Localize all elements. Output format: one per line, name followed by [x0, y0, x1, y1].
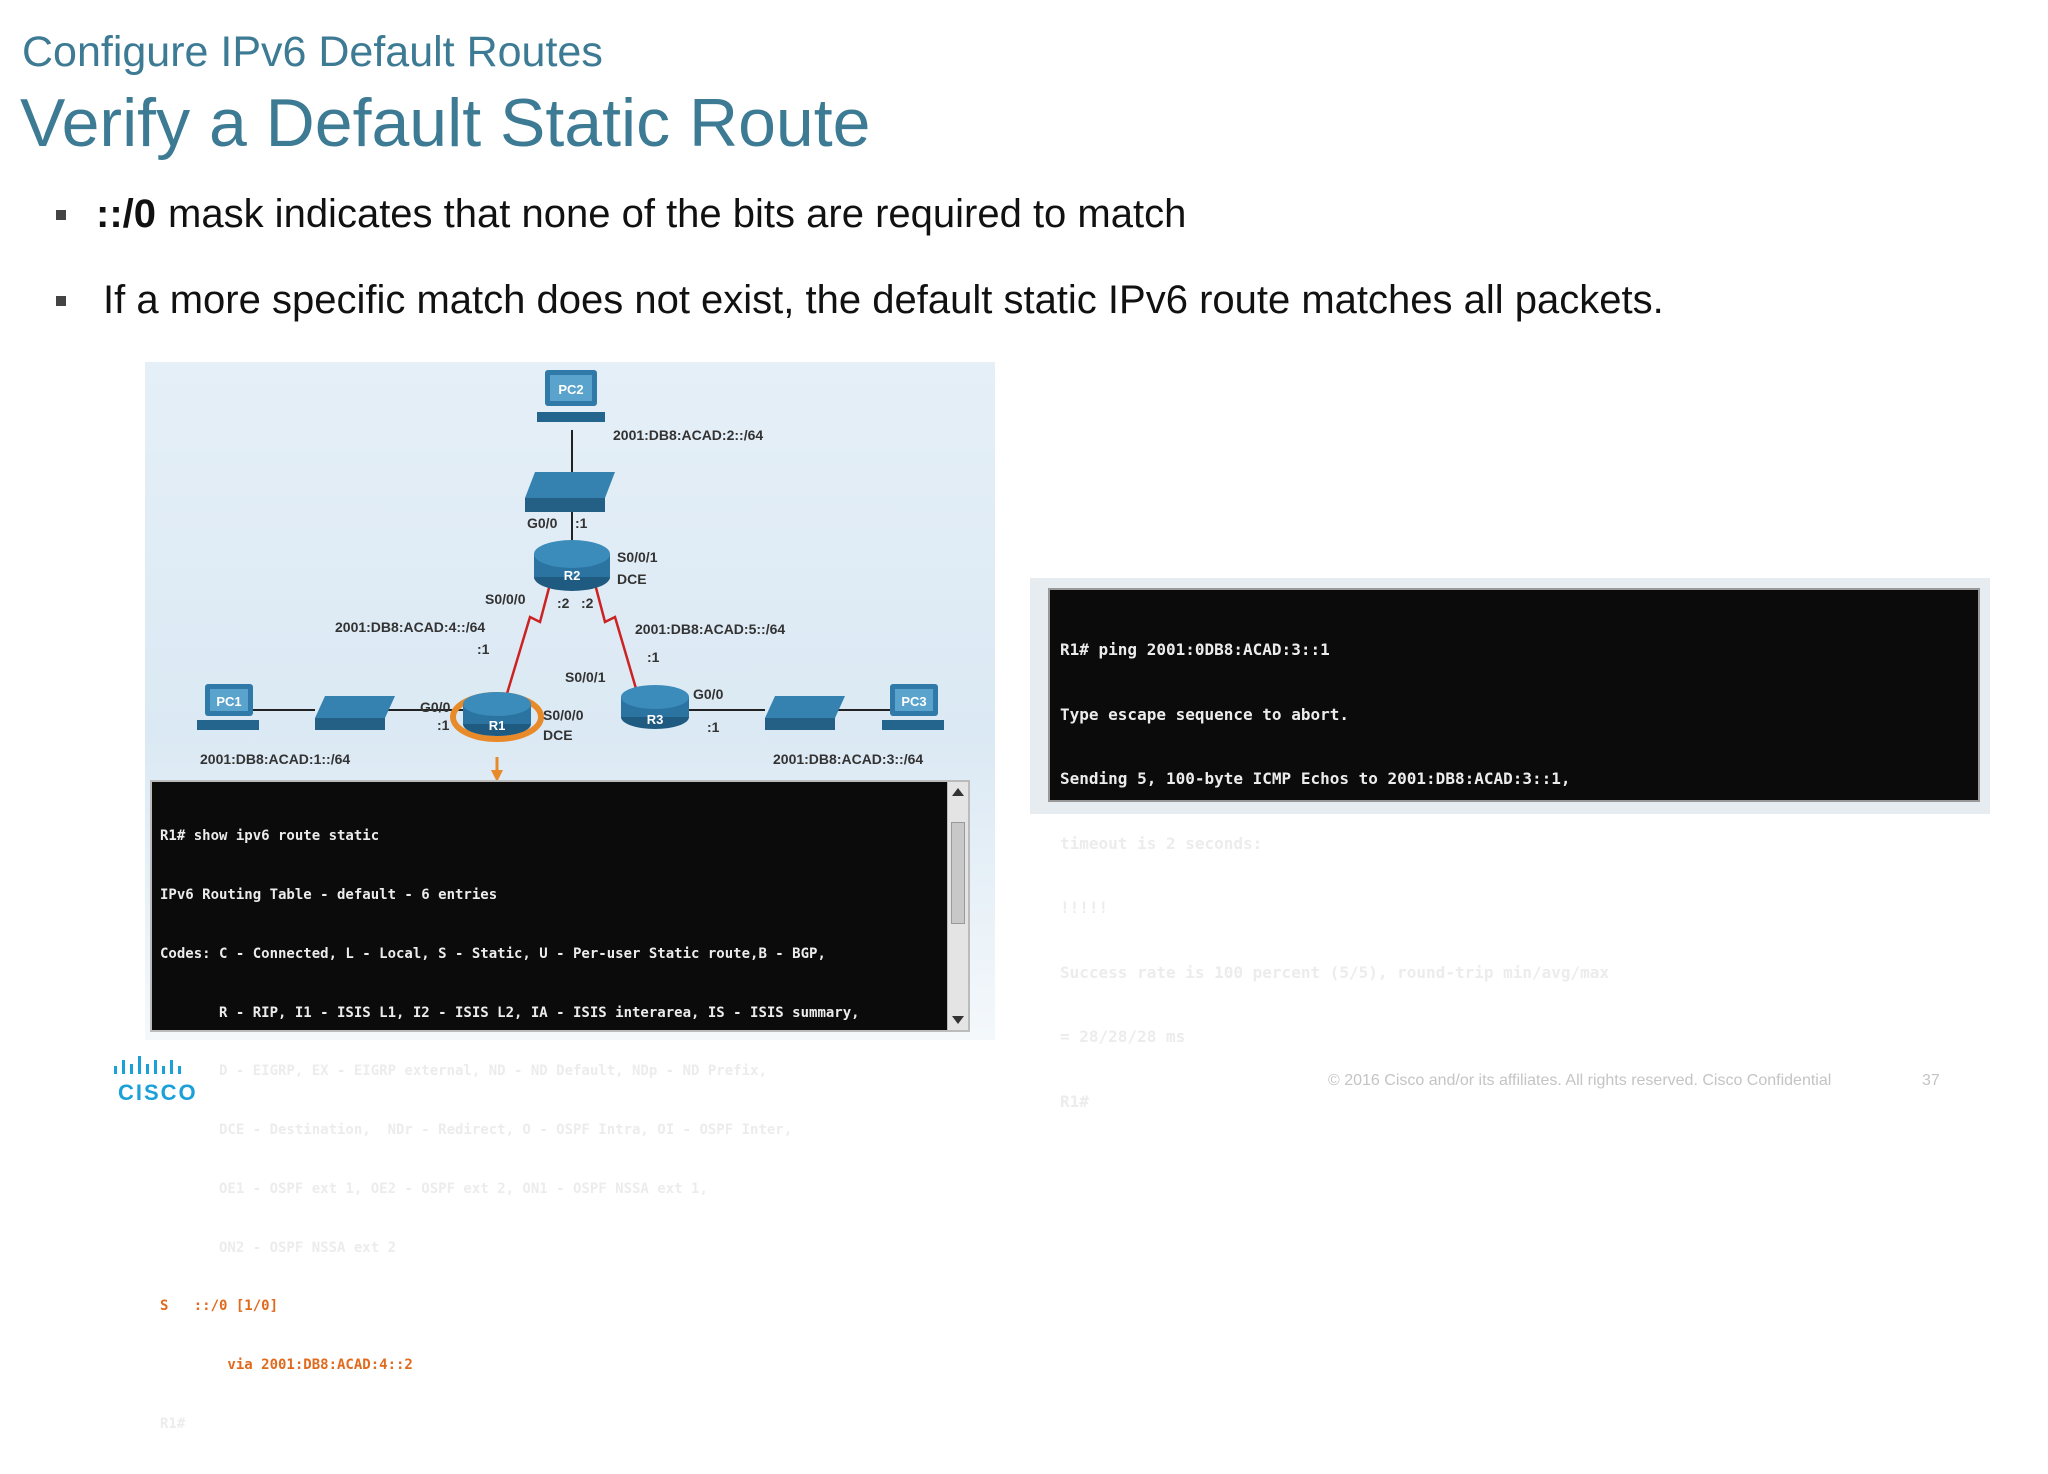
- r2-label: R2: [564, 568, 581, 583]
- terminal-line: ON2 - OSPF NSSA ext 2: [160, 1239, 397, 1256]
- terminal-line: Sending 5, 100-byte ICMP Echos to 2001:D…: [1060, 769, 1571, 788]
- switch-top-icon: [525, 472, 615, 512]
- bullet-item: If a more specific match does not exist,…: [56, 278, 1664, 323]
- r1-link-host-label: :1: [477, 641, 490, 657]
- link4-label: 2001:DB8:ACAD:4::/64: [335, 619, 485, 635]
- scroll-thumb[interactable]: [951, 822, 965, 924]
- bullet-text: mask indicates that none of the bits are…: [168, 192, 1187, 236]
- bullet-bold-text: ::/0: [96, 192, 156, 236]
- terminal-line: timeout is 2 seconds:: [1060, 833, 1263, 853]
- slide-subtitle: Configure IPv6 Default Routes: [22, 28, 603, 76]
- router-r3-icon: R3: [621, 685, 689, 729]
- terminal-line: R1#: [160, 1416, 186, 1432]
- r3-link-host-label: :1: [647, 649, 660, 665]
- scroll-up-icon[interactable]: [952, 788, 964, 796]
- terminal-line: R - RIP, I1 - ISIS L1, I2 - ISIS L2, IA …: [160, 1004, 860, 1021]
- terminal-line: DCE - Destination, NDr - Redirect, O - O…: [160, 1122, 793, 1139]
- pointer-arrow-icon: [491, 770, 503, 782]
- bullet-item: ::/0 mask indicates that none of the bit…: [56, 192, 1186, 237]
- r3-g00-host-label: :1: [707, 719, 720, 735]
- bullet-square-icon: [56, 295, 66, 306]
- router-r2-icon: R2: [534, 540, 610, 591]
- scroll-down-icon[interactable]: [952, 1016, 964, 1024]
- r3-label: R3: [647, 712, 664, 727]
- terminal-line: R1# show ipv6 route static: [160, 828, 380, 845]
- pc2-label: PC2: [558, 382, 583, 397]
- r3-s001-label: S0/0/1: [565, 669, 606, 685]
- router-r1-icon: R1: [450, 692, 544, 742]
- bullet-text: If a more specific match does not exist,…: [103, 278, 1664, 322]
- terminal-line: Type escape sequence to abort.: [1060, 704, 1349, 724]
- pc1-icon: PC1: [197, 684, 259, 730]
- switch-left-icon: [315, 696, 395, 730]
- r2-dce-label: DCE: [617, 571, 647, 587]
- r1-label: R1: [489, 718, 506, 733]
- terminal-line: = 28/28/28 ms: [1060, 1027, 1186, 1046]
- terminal-line-highlight: S ::/0 [1/0]: [160, 1298, 279, 1315]
- terminal-line: IPv6 Routing Table - default - 6 entries: [160, 886, 498, 903]
- bullet-square-icon: [56, 209, 66, 220]
- serial-link-r1-r2: [501, 583, 552, 708]
- terminal-line: R1# ping 2001:0DB8:ACAD:3::1: [1060, 640, 1330, 659]
- terminal-line: !!!!!: [1060, 898, 1109, 917]
- terminal-line: Success rate is 100 percent (5/5), round…: [1060, 962, 1610, 982]
- r2-g00-host-label: :1: [575, 515, 588, 531]
- r1-dce-label: DCE: [543, 727, 573, 743]
- show-ipv6-route-terminal[interactable]: R1# show ipv6 route static IPv6 Routing …: [150, 780, 970, 1432]
- r3-g00-label: G0/0: [693, 686, 724, 702]
- slide-title: Verify a Default Static Route: [20, 85, 871, 161]
- ping-terminal[interactable]: R1# ping 2001:0DB8:ACAD:3::1 Type escape…: [1048, 588, 1980, 1111]
- terminal-line: OE1 - OSPF ext 1, OE2 - OSPF ext 2, ON1 …: [160, 1180, 708, 1197]
- cisco-logo-icon: [114, 1056, 181, 1074]
- r2-s001-host-label: :2: [581, 595, 594, 611]
- r2-s000-label: S0/0/0: [485, 591, 526, 607]
- switch-right-icon: [765, 696, 845, 730]
- r1-g00-host-label: :1: [437, 717, 450, 733]
- terminal-line: D - EIGRP, EX - EIGRP external, ND - ND …: [160, 1063, 767, 1080]
- r1-s000-label: S0/0/0: [543, 707, 584, 723]
- r1-g00-label: G0/0: [420, 699, 451, 715]
- r2-g00-label: G0/0: [527, 515, 558, 531]
- lan2-label: 2001:DB8:ACAD:2::/64: [613, 427, 763, 443]
- cisco-logo-text: CISCO: [118, 1080, 198, 1105]
- serial-link-r2-r3: [593, 583, 639, 693]
- page-number: 37: [1922, 1072, 1940, 1089]
- r2-s001-label: S0/0/1: [617, 549, 658, 565]
- pc3-label: PC3: [901, 694, 926, 709]
- lan3-label: 2001:DB8:ACAD:3::/64: [773, 751, 923, 767]
- pc3-icon: PC3: [882, 684, 944, 730]
- footer-copyright: © 2016 Cisco and/or its affiliates. All …: [1328, 1072, 1832, 1089]
- pc2-icon: PC2: [537, 370, 605, 422]
- lan1-label: 2001:DB8:ACAD:1::/64: [200, 751, 350, 767]
- terminal-line-highlight: via 2001:DB8:ACAD:4::2: [160, 1357, 413, 1374]
- terminal-scrollbar[interactable]: [947, 782, 968, 1030]
- terminal-line: R1#: [1060, 1091, 1089, 1111]
- r2-s000-host-label: :2: [557, 595, 570, 611]
- link5-label: 2001:DB8:ACAD:5::/64: [635, 621, 785, 637]
- terminal-line: Codes: C - Connected, L - Local, S - Sta…: [160, 945, 826, 962]
- pc1-label: PC1: [216, 694, 241, 709]
